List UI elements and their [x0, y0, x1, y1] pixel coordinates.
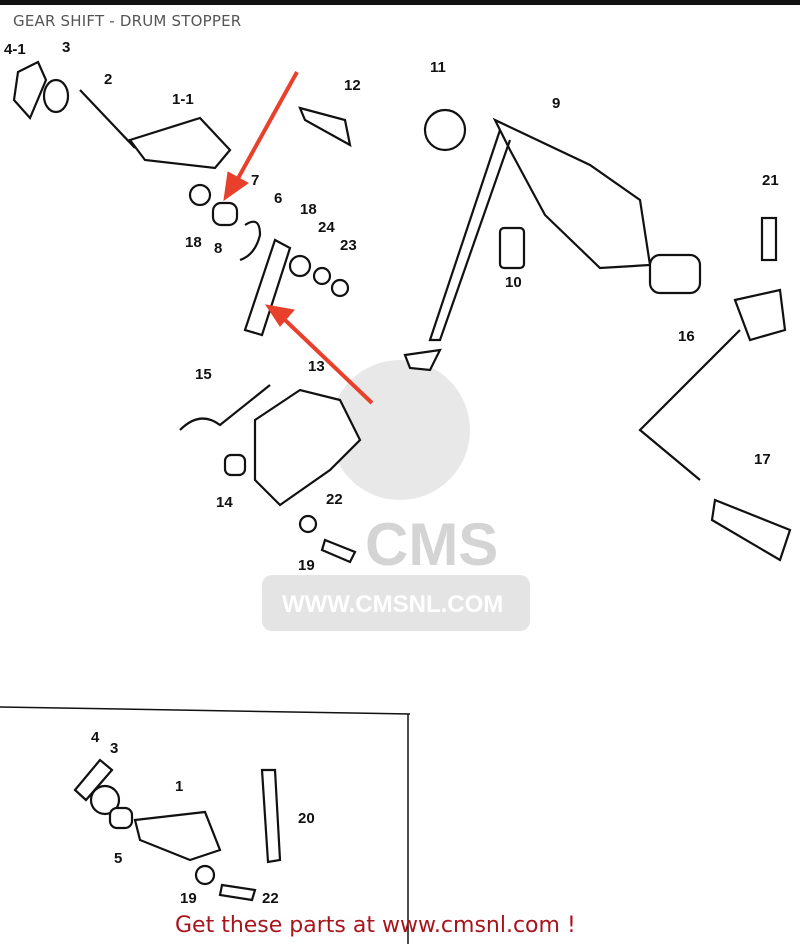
callout-23: 23	[340, 237, 357, 254]
callout-14: 14	[216, 494, 233, 511]
callout-15: 15	[195, 366, 212, 383]
inset-callout-1: 1	[175, 778, 183, 795]
callout-12: 12	[344, 77, 361, 94]
callout-2: 2	[104, 71, 112, 88]
inset-callout-3: 3	[110, 740, 118, 757]
callout-3: 3	[62, 39, 70, 56]
inset-callout-19: 19	[180, 890, 197, 907]
parts-drawings	[12, 60, 792, 902]
callout-24: 24	[318, 219, 335, 236]
callout-9: 9	[552, 95, 560, 112]
callout-19: 19	[298, 557, 315, 574]
callout-22: 22	[326, 491, 343, 508]
callout-21: 21	[762, 172, 779, 189]
callout-18: 18	[185, 234, 202, 251]
callout-7: 7	[251, 172, 259, 189]
watermark-logo: CMS	[365, 511, 498, 578]
callout-18: 18	[300, 201, 317, 218]
cmsnl-banner-link[interactable]: Get these parts at www.cmsnl.com !	[175, 913, 576, 938]
inset-callout-22: 22	[262, 890, 279, 907]
callout-1-1: 1-1	[172, 91, 194, 108]
callout-6: 6	[274, 190, 282, 207]
inset-callout-5: 5	[114, 850, 122, 867]
inset-callout-4: 4	[91, 729, 100, 746]
red-arrow	[223, 71, 299, 202]
callout-13: 13	[308, 358, 325, 375]
callout-17: 17	[754, 451, 771, 468]
callout-4-1: 4-1	[4, 41, 26, 58]
inset-callout-20: 20	[298, 810, 315, 827]
watermark-url: WWW.CMSNL.COM	[282, 591, 503, 618]
page-title: GEAR SHIFT - DRUM STOPPER	[13, 12, 242, 30]
callout-10: 10	[505, 274, 522, 291]
callout-8: 8	[214, 240, 222, 257]
callout-16: 16	[678, 328, 695, 345]
callout-labels: 4-1 3 2 1-1 12 11 9 21 7 6 18 24 23 18 8…	[4, 39, 779, 907]
callout-11: 11	[430, 59, 446, 76]
top-bar	[0, 0, 800, 5]
inset-frame	[0, 706, 411, 944]
red-arrow	[264, 304, 374, 405]
